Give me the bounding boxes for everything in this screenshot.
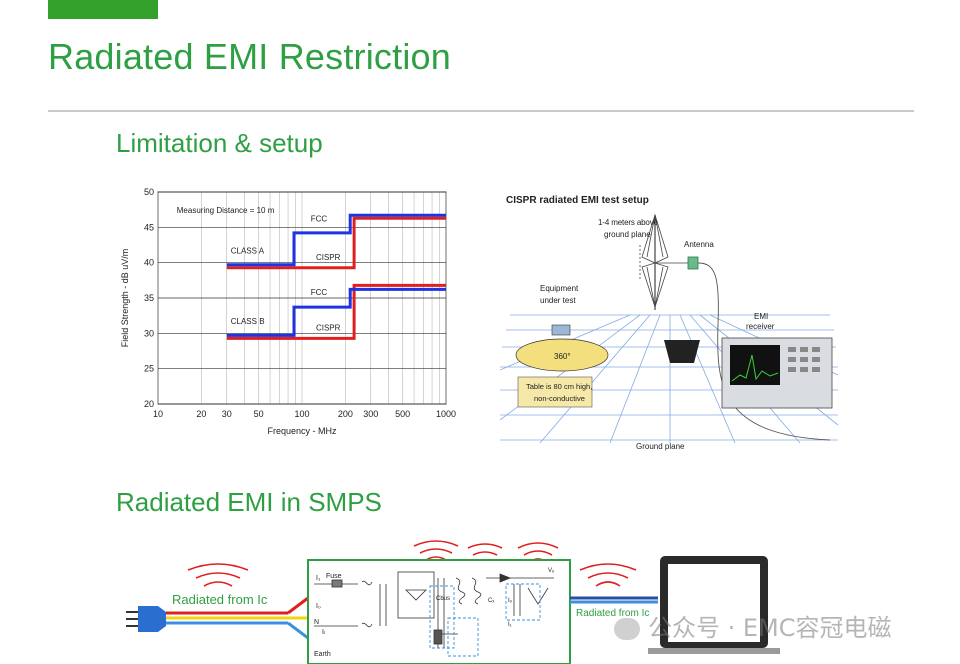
watermark: 公众号 · EMC容冠电磁	[614, 608, 892, 643]
radiated-label-right: Radiated from Ic	[576, 608, 649, 619]
receiver-label-line2: receiver	[746, 322, 775, 331]
antenna-cable	[697, 262, 831, 441]
section-title-smps: Radiated EMI in SMPS	[116, 487, 382, 517]
node-label-il: Iₗ	[322, 629, 325, 636]
class-a-label: CLASS A	[231, 246, 265, 255]
smps-emi-diagram: Radiated from Ic Fuse I₁ I₀ N Iₗ Earth C…	[126, 540, 780, 664]
rotation-label: 360°	[554, 352, 571, 361]
node-label-earth: Earth	[314, 651, 331, 658]
emi-receiver-icon	[721, 337, 833, 409]
series-line-cispr	[226, 216, 446, 270]
class-b-label: CLASS B	[231, 317, 265, 326]
x-axis-label: Frequency - MHz	[267, 426, 337, 436]
antenna-icon	[639, 213, 699, 310]
eut-label-line1: Equipment	[540, 284, 579, 293]
series-line-fcc	[226, 213, 446, 267]
chart-annotation: Measuring Distance = 10 m	[177, 206, 275, 215]
fcc-label-b: FCC	[311, 288, 328, 297]
node-label-vo: Vₒ	[548, 568, 555, 574]
series-line-cispr	[226, 283, 446, 340]
radiation-icon-top1	[413, 540, 459, 561]
x-tick-label: 200	[338, 409, 353, 419]
ground-plane-label: Ground plane	[636, 442, 685, 451]
y-tick-label: 45	[144, 222, 154, 232]
antenna-label: Antenna	[684, 240, 714, 249]
accent-bar	[48, 0, 158, 19]
node-label-cbus: Cbus	[436, 596, 450, 602]
y-tick-label: 40	[144, 258, 154, 268]
node-label-i1-out: I₁	[508, 622, 512, 628]
output-cable	[570, 596, 658, 604]
fuse-label: Fuse	[326, 573, 342, 580]
ground-plane-near-label: ground plane	[604, 230, 651, 239]
mains-cable	[166, 596, 309, 640]
radiation-icon-top2	[467, 543, 503, 556]
cispr-setup-illustration: CISPR radiated EMI test setup 1-4 meters…	[500, 195, 839, 451]
watermark-text: 公众号 · EMC容冠电磁	[648, 614, 892, 642]
setup-title: CISPR radiated EMI test setup	[506, 195, 649, 206]
radiated-label-left: Radiated from Ic	[172, 592, 268, 607]
turntable	[515, 338, 609, 372]
y-tick-label: 25	[144, 364, 154, 374]
x-tick-label: 100	[294, 409, 309, 419]
y-tick-label: 50	[144, 187, 154, 197]
x-tick-label: 10	[153, 409, 163, 419]
laptop-icon	[648, 556, 780, 654]
current-loops	[429, 583, 541, 657]
converter-box	[307, 559, 571, 664]
node-label-n: N	[314, 619, 319, 626]
radiation-icon-left	[187, 563, 249, 587]
antenna-tripod	[664, 340, 700, 363]
eut-label-line2: under test	[540, 296, 576, 305]
slide-title: Radiated EMI Restriction	[48, 36, 451, 77]
antenna-height-label: 1-4 meters above	[598, 218, 659, 227]
x-tick-label: 1000	[436, 409, 456, 419]
table-note-line1: Table is 80 cm high,	[526, 382, 592, 391]
wechat-icon	[614, 618, 640, 640]
y-tick-label: 35	[144, 293, 154, 303]
power-plug-icon	[126, 606, 166, 632]
x-tick-label: 20	[196, 409, 206, 419]
series-line-fcc	[226, 287, 446, 337]
node-label-io: Iₒ	[508, 598, 513, 604]
cispr-label-a: CISPR	[316, 253, 341, 262]
fcc-label-a: FCC	[311, 215, 328, 224]
radiation-icon-right	[579, 563, 637, 587]
x-tick-label: 50	[254, 409, 264, 419]
x-tick-label: 300	[363, 409, 378, 419]
y-tick-label: 30	[144, 328, 154, 338]
node-label-i1: I₁	[316, 575, 321, 582]
y-axis-label: Field Strength - dB uV/m	[120, 249, 130, 348]
section-title-limitation: Limitation & setup	[116, 128, 323, 158]
y-tick-label: 20	[144, 399, 154, 409]
node-label-cx: Cₓ	[488, 598, 494, 604]
table-note-box	[517, 376, 593, 408]
x-tick-label: 30	[222, 409, 232, 419]
node-label-i0: I₀	[316, 603, 321, 610]
converter-schematic	[314, 571, 554, 648]
receiver-label-line1: EMI	[754, 312, 768, 321]
table-note-line2: non-conductive	[534, 394, 585, 403]
cispr-label-b: CISPR	[316, 324, 341, 333]
title-divider	[48, 110, 914, 112]
eut-device	[551, 324, 571, 336]
x-tick-label: 500	[395, 409, 410, 419]
